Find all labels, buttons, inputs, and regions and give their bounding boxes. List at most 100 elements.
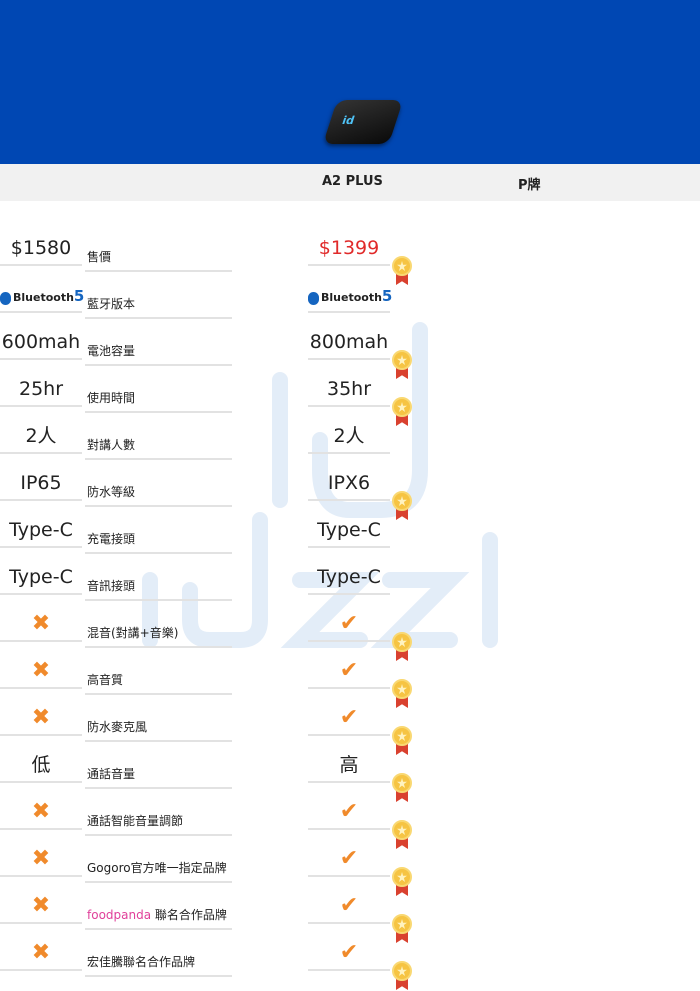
medal-icon [392,867,412,897]
a2plus-value: $1399 [308,232,390,266]
a2plus-value: 35hr [308,373,390,407]
table-row: 防水麥克風 ✔ ✖ [0,702,700,755]
row-label-text: 使用時間 [87,391,136,405]
a2plus-value: Type-C [308,561,390,595]
medal-icon [392,491,412,521]
row-label-text: 高音質 [87,673,124,687]
product-banner: id [0,0,700,164]
a2plus-check-icon: ✔ [308,796,390,830]
medal-icon [392,820,412,850]
medal-icon [392,773,412,803]
bluetooth-version: 5 [381,287,393,305]
a2plus-value: IPX6 [308,467,390,501]
row-label-text: 防水等級 [87,485,136,499]
device-logo: id [340,114,357,127]
row-label-text: 電池容量 [87,344,136,358]
bluetooth-badge: Bluetooth5 [308,279,393,313]
row-label-text: 混音(對講+音樂) [87,626,179,640]
pbrand-cross-icon: ✖ [0,608,82,642]
row-label: 音訊接頭 [85,577,232,601]
row-label: 宏佳騰聯名合作品牌 [85,953,232,977]
row-label-text: 宏佳騰聯名合作品牌 [87,955,196,969]
medal-icon [392,632,412,662]
table-row: 混音(對講+音樂) ✔ ✖ [0,608,700,661]
bluetooth-text: Bluetooth [321,291,382,304]
watermark-logo [142,322,498,648]
row-label: 使用時間 [85,389,232,413]
row-label: 混音(對講+音樂) [85,624,232,648]
bluetooth-icon [308,291,319,305]
a2plus-check-icon: ✔ [308,890,390,924]
product-b-title: P牌 [518,178,541,193]
a2plus-check-icon: ✔ [308,655,390,689]
table-row: foodpanda 聯名合作品牌 ✔ ✖ [0,890,700,943]
table-row: 電池容量 800mah 600mah [0,326,700,379]
row-label-text: 通話音量 [87,767,136,781]
row-label: 電池容量 [85,342,232,366]
row-label-text: 充電接頭 [87,532,136,546]
a2plus-check-icon: ✔ [308,702,390,736]
medal-icon [392,350,412,380]
row-label: 對講人數 [85,436,232,460]
row-label: 高音質 [85,671,232,695]
row-label: 充電接頭 [85,530,232,554]
pbrand-value: $1580 [0,232,82,266]
a2plus-value: Type-C [308,514,390,548]
row-label-text: 售價 [87,250,112,264]
pbrand-cross-icon: ✖ [0,655,82,689]
bluetooth-icon [0,291,11,305]
row-label: foodpanda 聯名合作品牌 [85,906,232,930]
table-row: 音訊接頭 Type-C Type-C [0,561,700,608]
row-label-text: 對講人數 [87,438,136,452]
pbrand-cross-icon: ✖ [0,890,82,924]
table-row: 宏佳騰聯名合作品牌 ✔ ✖ [0,937,700,990]
pbrand-cross-icon: ✖ [0,702,82,736]
a2plus-value: 高 [308,749,390,783]
row-label: 防水等級 [85,483,232,507]
medal-icon [392,397,412,427]
pbrand-value: Type-C [0,514,82,548]
pbrand-cross-icon: ✖ [0,937,82,971]
medal-icon [392,914,412,944]
table-row: 高音質 ✔ ✖ [0,655,700,708]
a2plus-value: 800mah [308,326,390,360]
pbrand-value: 600mah [0,326,82,360]
row-label: 藍牙版本 [85,295,232,319]
row-label-text: Gogoro官方唯一指定品牌 [87,861,227,875]
table-row: 售價 $1399 $1580 [0,232,700,285]
row-label-text: 通話智能音量調節 [87,814,184,828]
pbrand-cross-icon: ✖ [0,796,82,830]
brand-name: foodpanda [87,908,152,922]
table-row: 使用時間 35hr 25hr [0,373,700,426]
device-image: id [322,100,404,144]
row-label: 通話智能音量調節 [85,812,232,836]
row-label: 通話音量 [85,765,232,789]
medal-icon [392,961,412,991]
row-label-text: 藍牙版本 [87,297,136,311]
medal-icon [392,256,412,286]
a2plus-check-icon: ✔ [308,937,390,971]
table-row: 充電接頭 Type-C Type-C [0,514,700,561]
pbrand-value: 25hr [0,373,82,407]
table-row: 通話智能音量調節 ✔ ✖ [0,796,700,849]
row-label-text: 防水麥克風 [87,720,148,734]
a2plus-value: 2人 [308,420,390,454]
medal-icon [392,726,412,756]
pbrand-value: Type-C [0,561,82,595]
table-row: 通話音量 高 低 [0,749,700,802]
comparison-header: A2 PLUS P牌 [0,164,700,201]
bluetooth-badge: Bluetooth5 [0,279,84,313]
row-label: 售價 [85,248,232,272]
pbrand-value: 低 [0,749,82,783]
product-a-title: A2 PLUS [322,174,383,189]
a2plus-check-icon: ✔ [308,608,390,642]
row-label-text: 音訊接頭 [87,579,136,593]
row-label: Gogoro官方唯一指定品牌 [85,859,232,883]
bluetooth-text: Bluetooth [13,291,74,304]
a2plus-check-icon: ✔ [308,843,390,877]
table-row: Gogoro官方唯一指定品牌✔✖ [0,843,700,896]
